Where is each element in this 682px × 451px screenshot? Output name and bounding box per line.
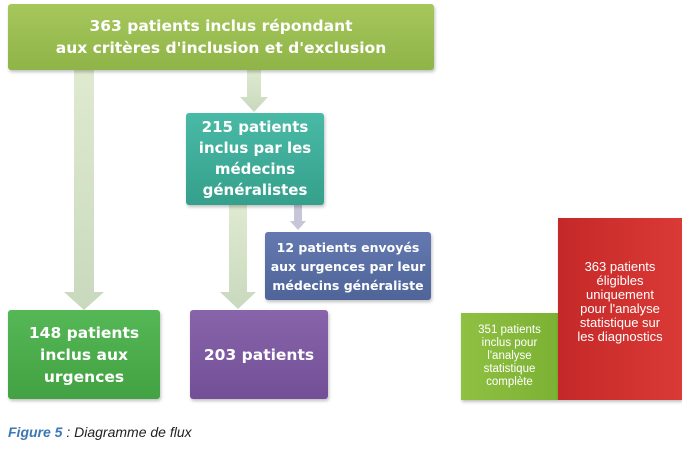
gp-patients-text: 215 patients inclus par les médecins gén… <box>198 118 312 199</box>
arrow-gp-to-sent <box>290 205 306 230</box>
figure-caption-label: Figure 5 <box>8 424 63 440</box>
sent-to-er-box: 12 patients envoyés aux urgences par leu… <box>265 232 431 300</box>
arrow-top-to-er <box>64 70 104 310</box>
patients-203-box: 203 patients <box>190 310 328 399</box>
arrow-gp-to-203 <box>220 205 256 309</box>
included-patients-text: 363 patients inclus répondant aux critèr… <box>55 17 387 57</box>
arrow-top-to-gp <box>240 70 268 112</box>
complete-analysis-text: 351 patients inclus pour l'analyse stati… <box>478 324 541 388</box>
sent-to-er-text: 12 patients envoyés aux urgences par leu… <box>270 239 426 293</box>
complete-analysis-column: 351 patients inclus pour l'analyse stati… <box>461 313 558 400</box>
included-patients-box: 363 patients inclus répondant aux critèr… <box>8 4 434 70</box>
gp-patients-box: 215 patients inclus par les médecins gén… <box>186 113 324 205</box>
diagnostics-analysis-text: 363 patients éligibles uniquement pour l… <box>577 259 663 344</box>
diagnostics-analysis-column: 363 patients éligibles uniquement pour l… <box>558 218 682 400</box>
figure-caption-text: : Diagramme de flux <box>62 424 192 440</box>
figure-caption: Figure 5 : Diagramme de flux <box>8 424 192 440</box>
patients-203-text: 203 patients <box>203 345 315 364</box>
er-patients-text: 148 patients inclus aux urgences <box>28 323 140 386</box>
er-patients-box: 148 patients inclus aux urgences <box>8 310 160 399</box>
